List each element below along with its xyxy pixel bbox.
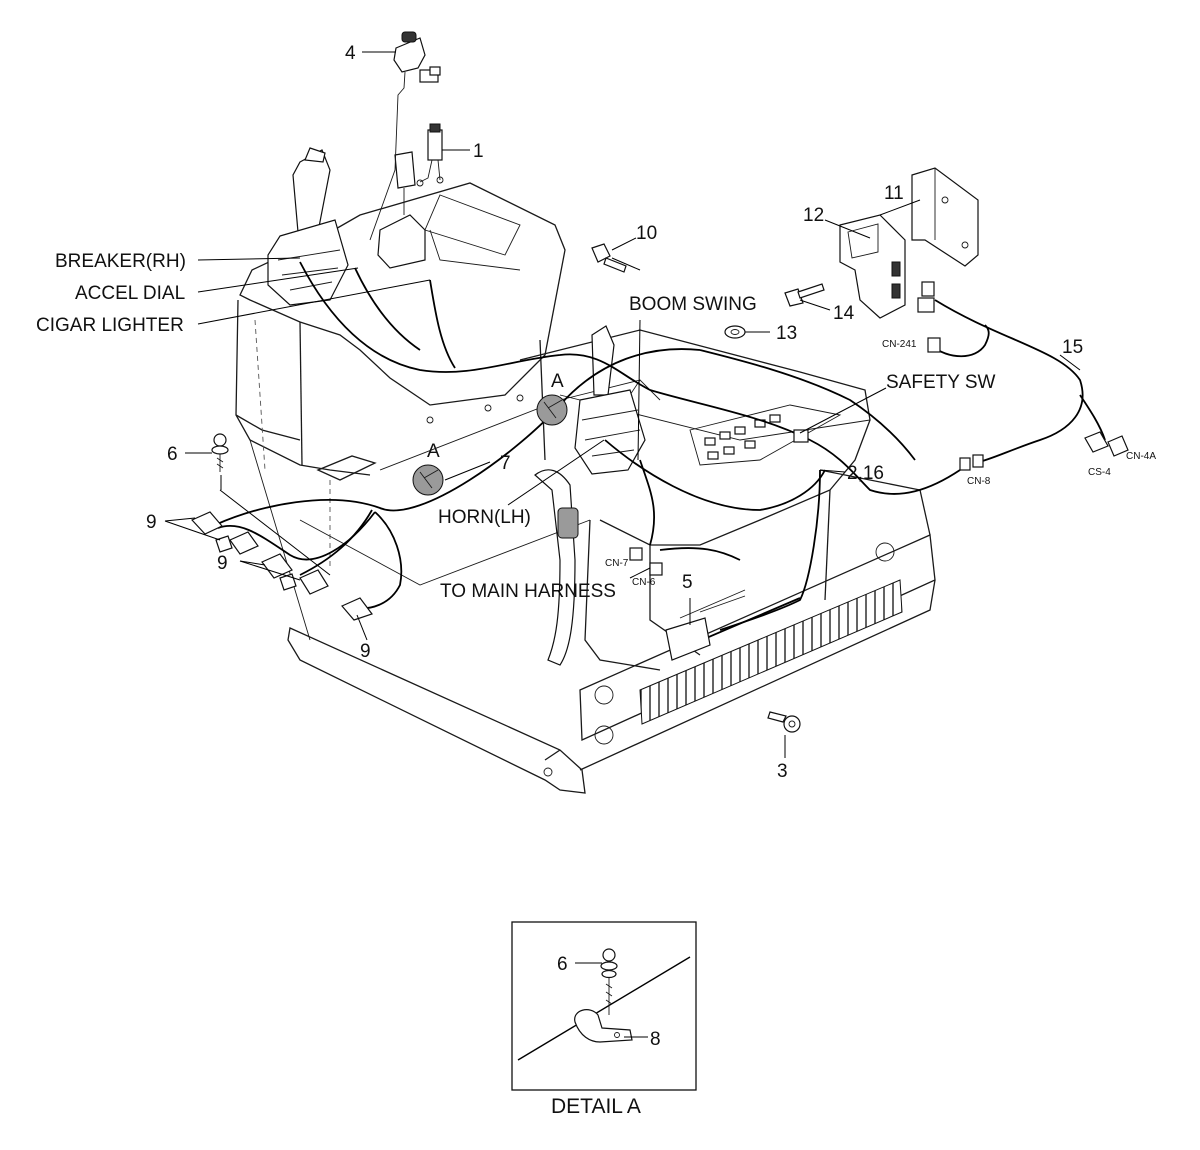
part-number-6: 6	[167, 444, 178, 465]
part-number-3: 3	[777, 761, 788, 782]
part-9-clips	[190, 511, 373, 621]
part-15-connectors	[917, 281, 1129, 471]
part-number-9c: 9	[360, 641, 371, 662]
safety-lever	[377, 151, 426, 269]
detail-part-number-8: 8	[650, 1029, 661, 1050]
part-number-labels: 4 1 10 11 12 14 13 15 2,16 7 5 3 6 9 9 9	[146, 43, 1083, 782]
label-boom-swing: BOOM SWING	[629, 294, 757, 315]
part-12-switch-panel	[839, 214, 906, 319]
right-joystick	[267, 147, 349, 306]
detail-a-title: DETAIL A	[551, 1095, 641, 1118]
connector-cn-7: CN-7	[605, 558, 629, 569]
connector-cn-4a: CN-4A	[1126, 451, 1156, 462]
left-joystick	[574, 325, 646, 475]
cn-7-cn-6-connectors	[629, 547, 663, 576]
detail-a-inset: 6 8 DETAIL A	[511, 921, 697, 1118]
label-to-main-harness: TO MAIN HARNESS	[440, 581, 616, 602]
detail-a-marker-2	[536, 394, 568, 426]
part-number-10: 10	[636, 223, 657, 244]
connector-cn-241: CN-241	[882, 339, 917, 350]
label-detail-a-ref-2: A	[551, 371, 564, 392]
label-accel-dial: ACCEL DIAL	[75, 283, 185, 304]
part-13-washer	[724, 325, 746, 339]
part-3-bolt	[767, 711, 801, 733]
part-number-11: 11	[884, 183, 904, 204]
detail-bolt-6	[600, 948, 618, 1015]
connector-cn-8: CN-8	[967, 476, 991, 487]
part-number-12: 12	[803, 205, 824, 226]
part-number-5: 5	[682, 572, 693, 593]
leader-lines	[164, 51, 1081, 758]
part-6-bolt	[211, 433, 229, 472]
horn-hose	[534, 469, 579, 666]
label-breaker-rh: BREAKER(RH)	[55, 251, 186, 272]
left-console-body	[235, 182, 566, 570]
detail-a-marker-1	[412, 464, 444, 496]
part-14-bolt	[784, 283, 825, 307]
part-10-bolt	[591, 243, 627, 273]
harness-wire-15	[929, 299, 1106, 464]
part-number-13: 13	[776, 323, 797, 344]
detail-a-frame	[511, 921, 697, 1091]
label-detail-a-ref-1: A	[427, 441, 440, 462]
harness-wire-2-16	[299, 261, 961, 646]
detail-clamp-8	[574, 1009, 633, 1043]
part-number-1: 1	[473, 141, 484, 162]
part-11-bracket	[911, 167, 979, 267]
part-number-15: 15	[1062, 337, 1083, 358]
label-safety-sw: SAFETY SW	[886, 372, 996, 393]
label-horn-lh: HORN(LH)	[438, 507, 531, 528]
part-4-breaker-switch	[369, 31, 441, 241]
label-cigar-lighter: CIGAR LIGHTER	[36, 315, 184, 336]
part-1-cigar-lighter	[416, 123, 444, 187]
connector-labels: CN-241 CN-4A CS-4 CN-8 CN-7 CN-6	[605, 339, 1156, 588]
part-5-relay	[665, 589, 746, 661]
part-number-9b: 9	[217, 553, 228, 574]
part-number-9a: 9	[146, 512, 157, 533]
callout-labels: BREAKER(RH) ACCEL DIAL CIGAR LIGHTER BOO…	[36, 251, 996, 602]
connector-cs-4: CS-4	[1088, 467, 1111, 478]
part-number-4: 4	[345, 43, 356, 64]
safety-switch-connector	[793, 429, 809, 443]
part-number-14: 14	[833, 303, 855, 324]
part-number-2-16: 2,16	[847, 463, 884, 484]
console-base-frame	[287, 469, 936, 794]
detail-part-number-6: 6	[557, 954, 568, 975]
part-number-7: 7	[500, 453, 511, 474]
harness-wire-7	[214, 348, 701, 610]
connector-cn-6: CN-6	[632, 577, 656, 588]
